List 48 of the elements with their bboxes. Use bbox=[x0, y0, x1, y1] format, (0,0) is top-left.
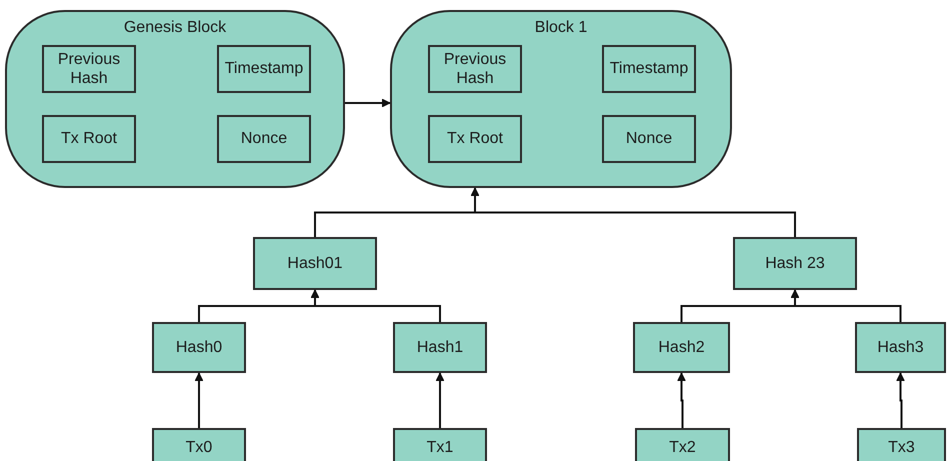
block-container bbox=[390, 10, 732, 188]
arrow bbox=[470, 188, 796, 237]
field-label: Previous Hash bbox=[442, 50, 508, 88]
block-title: Block 1 bbox=[534, 18, 588, 38]
block-title: Genesis Block bbox=[124, 18, 226, 38]
field-label: Timestamp bbox=[610, 59, 688, 79]
field-label: Tx Root bbox=[446, 129, 503, 149]
field-label: Hash1 bbox=[416, 338, 464, 358]
field-label: Hash2 bbox=[658, 338, 705, 358]
hash-box bbox=[152, 322, 246, 373]
hash-box bbox=[42, 45, 136, 93]
hash-box bbox=[635, 428, 730, 461]
arrow bbox=[310, 290, 441, 322]
hash-box bbox=[217, 115, 311, 163]
hash-box bbox=[253, 237, 377, 290]
hash-box bbox=[857, 428, 946, 461]
hash-box bbox=[393, 428, 487, 461]
field-label: Nonce bbox=[626, 129, 672, 149]
arrow bbox=[790, 290, 902, 322]
hash-box bbox=[602, 115, 696, 163]
field-label: Timestamp bbox=[224, 59, 304, 79]
hash-box bbox=[733, 237, 857, 290]
field-label: Tx0 bbox=[186, 438, 212, 458]
hash-box bbox=[855, 322, 946, 373]
field-label: Hash 23 bbox=[765, 254, 825, 274]
field-label: Nonce bbox=[240, 129, 288, 149]
arrow bbox=[677, 372, 686, 428]
field-label: Tx Root bbox=[60, 129, 117, 149]
field-label: Tx2 bbox=[669, 438, 696, 458]
hash-box bbox=[602, 45, 696, 93]
hash-box bbox=[428, 115, 522, 163]
field-label: Previous Hash bbox=[56, 50, 122, 88]
arrow bbox=[345, 98, 390, 108]
hash-box bbox=[217, 45, 311, 93]
field-label: Tx3 bbox=[888, 438, 915, 458]
hash-box bbox=[152, 428, 246, 461]
hash-box bbox=[393, 322, 487, 373]
hash-box bbox=[633, 322, 730, 373]
hash-box bbox=[42, 115, 136, 163]
field-label: Hash01 bbox=[287, 254, 343, 274]
arrow bbox=[194, 372, 204, 428]
hash-box bbox=[428, 45, 522, 93]
field-label: Tx1 bbox=[426, 438, 454, 458]
arrow bbox=[896, 372, 905, 428]
arrow bbox=[436, 372, 444, 428]
field-label: Hash3 bbox=[877, 338, 924, 358]
field-label: Hash0 bbox=[176, 338, 222, 358]
block-container bbox=[5, 10, 345, 188]
